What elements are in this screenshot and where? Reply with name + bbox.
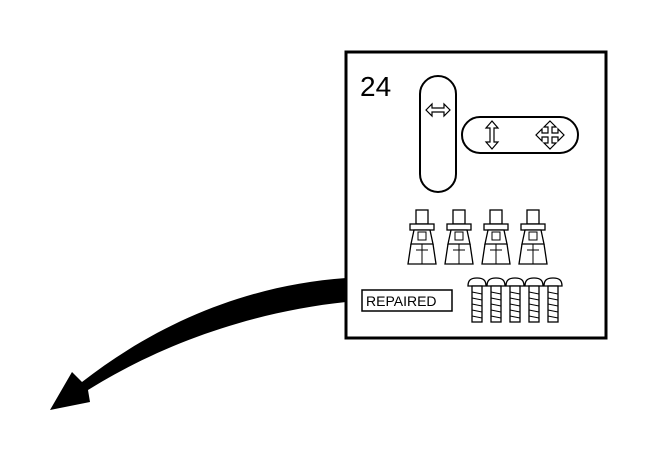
horizontal-arrow-icon: [425, 102, 451, 118]
clip-fastener: [481, 209, 511, 265]
vertical-arrow-icon: [484, 120, 500, 150]
leader-arrow: [50, 278, 346, 410]
screw: [543, 277, 563, 323]
screw: [505, 277, 525, 323]
callout-number: 24: [360, 71, 391, 102]
repaired-label: REPAIRED: [361, 289, 453, 312]
screw: [486, 277, 506, 323]
clip-fasteners: [407, 209, 548, 265]
clip-fastener: [444, 209, 474, 265]
clip-fastener: [518, 209, 548, 265]
clip-fastener: [407, 209, 437, 265]
screw: [467, 277, 487, 323]
screw: [524, 277, 544, 323]
callout-panel: 24: [344, 50, 608, 340]
screw-fasteners: [467, 277, 563, 323]
horizontal-slot: [461, 116, 579, 154]
vertical-slot: [419, 75, 457, 193]
four-way-arrow-icon: [535, 120, 565, 150]
status-label-text: REPAIRED: [366, 293, 437, 309]
